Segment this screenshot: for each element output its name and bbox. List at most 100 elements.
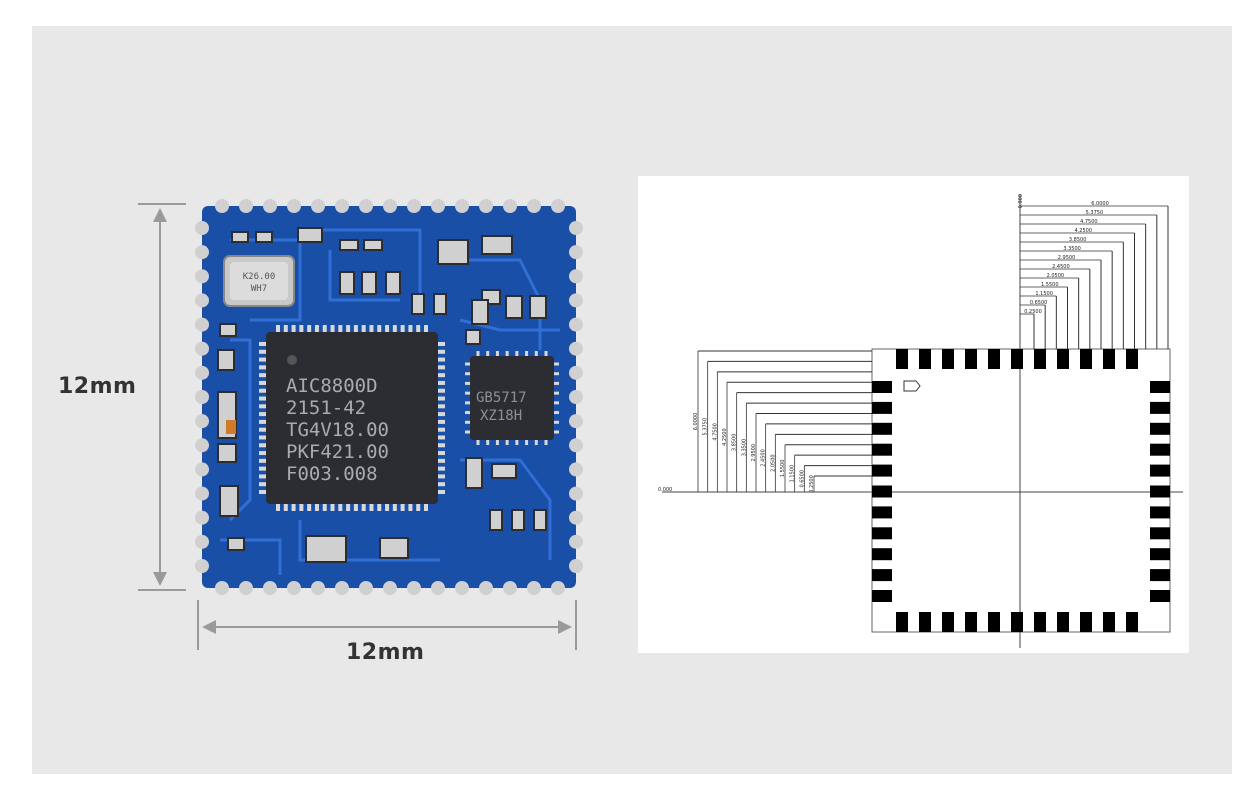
edge-pad: [569, 365, 583, 380]
bottom-pad: [896, 612, 908, 632]
edge-pad: [287, 581, 301, 595]
width-label: 12mm: [346, 640, 425, 665]
top-dimension-value: 2.0500: [1047, 273, 1065, 279]
passive-component: [217, 443, 237, 463]
chip-pin: [465, 420, 470, 424]
edge-pad: [569, 221, 583, 235]
left-pad: [872, 485, 892, 498]
chip-pin: [505, 440, 509, 445]
passive-component: [529, 295, 547, 319]
chip-pin: [465, 372, 470, 376]
edge-pad: [569, 438, 583, 453]
edge-pad: [455, 581, 469, 595]
left-dimension-value: 1.5500: [780, 460, 786, 478]
left-dimension-value: 3.3500: [741, 439, 747, 457]
top-pad: [1103, 349, 1115, 369]
chip-pin: [515, 440, 519, 445]
top-pad: [965, 349, 977, 369]
chip-pin: [424, 504, 428, 511]
main-chip-line: 2151-42: [286, 397, 366, 419]
chip-pin: [515, 351, 519, 356]
chip-pin: [438, 427, 445, 432]
left-pad: [872, 590, 892, 602]
chip-pin: [554, 430, 559, 434]
chip-pin: [438, 342, 445, 346]
chip-pin: [495, 351, 499, 356]
chip-pin: [299, 504, 304, 511]
dimension-arrows: [138, 203, 577, 650]
passive-component: [217, 349, 235, 371]
right-pad: [1150, 485, 1170, 498]
left-pad: [872, 548, 892, 561]
edge-pad: [359, 581, 373, 595]
left-dimension-value: 6.0000: [693, 413, 699, 431]
edge-pad: [195, 462, 209, 477]
edge-pad: [195, 414, 209, 429]
chip-pin: [259, 466, 266, 471]
bottom-pad: [965, 612, 977, 632]
chip-pin: [554, 372, 559, 376]
left-dimension-value: 2.9500: [751, 444, 757, 462]
chip-pin: [416, 504, 421, 511]
chip-pin: [486, 351, 490, 356]
chip-pin: [534, 440, 538, 445]
edge-pad: [195, 559, 209, 573]
edge-pad: [383, 199, 397, 213]
left-pad: [872, 464, 892, 477]
side-chip-line: GB5717: [476, 390, 527, 406]
edge-pad: [239, 581, 253, 595]
origin-label-top: 0.000: [1018, 194, 1024, 208]
chip-pin: [369, 504, 374, 511]
chip-pin: [465, 391, 470, 395]
right-pad: [1150, 569, 1170, 582]
main-chip-aic8800d: AIC8800D 2151-42 TG4V18.00 PKF421.00 F00…: [259, 325, 445, 511]
chip-pin: [438, 466, 445, 471]
main-chip-line: AIC8800D: [286, 375, 378, 397]
chip-pin: [465, 362, 470, 366]
chip-pin: [400, 325, 405, 332]
chip-pin: [438, 490, 445, 494]
edge-pad: [215, 199, 229, 213]
chip-pin: [424, 325, 428, 332]
chip-pin: [377, 325, 382, 332]
edge-pad: [569, 269, 583, 284]
edge-pad: [195, 486, 209, 501]
chip-pin: [438, 435, 445, 440]
edge-pad: [479, 581, 493, 595]
right-pad: [1150, 506, 1170, 519]
left-pad: [872, 527, 892, 540]
chip-pin: [438, 412, 445, 417]
passive-component: [339, 271, 355, 295]
edge-pad: [335, 581, 349, 595]
edge-pad: [263, 581, 277, 595]
passive-component: [533, 509, 547, 531]
left-pad: [872, 443, 892, 456]
bottom-pad: [1103, 612, 1115, 632]
chip-pin: [322, 325, 327, 332]
edge-pad: [407, 199, 421, 213]
chip-pin: [259, 342, 266, 346]
chip-pin: [259, 419, 266, 424]
left-pad: [872, 381, 892, 393]
chip-pin: [307, 325, 312, 332]
chip-pin: [476, 440, 480, 445]
edge-pad: [431, 581, 445, 595]
left-dimension-value: 2.0500: [770, 454, 776, 472]
edge-pad: [195, 317, 209, 332]
edge-pad: [569, 293, 583, 308]
chip-pin: [438, 482, 445, 487]
chip-pin: [259, 482, 266, 487]
edge-pad: [503, 199, 517, 213]
inductor: [226, 420, 236, 434]
pcb-trace: [328, 250, 400, 302]
bottom-pad: [1057, 612, 1069, 632]
chip-pin: [259, 357, 266, 362]
chip-pin: [259, 458, 266, 463]
chip-pin: [259, 373, 266, 378]
chip-pin: [392, 325, 397, 332]
chip-pin: [544, 351, 548, 356]
chip-pin: [476, 351, 480, 356]
edge-pad: [569, 245, 583, 260]
top-pad: [1034, 349, 1046, 369]
